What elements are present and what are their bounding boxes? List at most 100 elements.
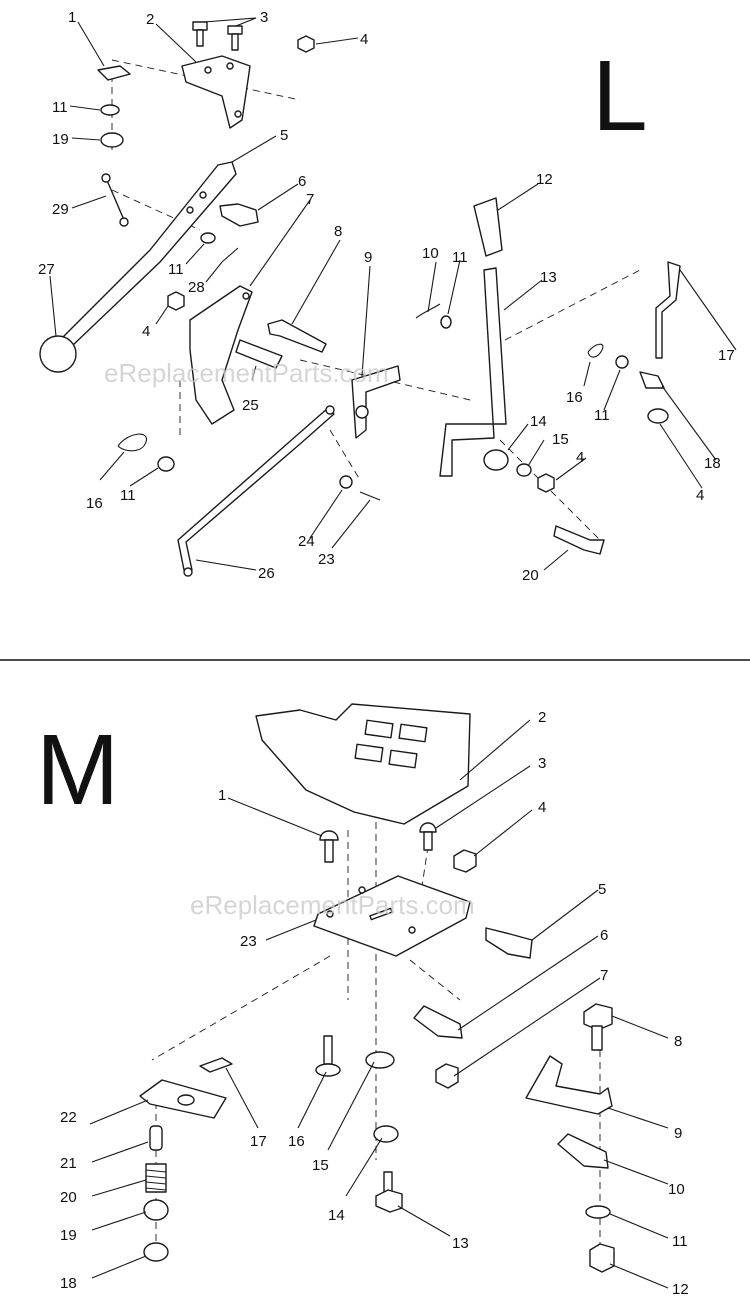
l-part-7-plate: [189, 285, 253, 425]
callout-m-4: 4: [538, 799, 546, 816]
callout-m-13: 13: [452, 1235, 469, 1252]
l-part-15-washer: [516, 463, 532, 477]
l-part-23-pin: [359, 491, 381, 501]
m-part-12-nut: [589, 1243, 615, 1273]
callout-l-11a: 11: [52, 99, 68, 116]
m-part-10-clip: [557, 1133, 609, 1169]
l-part-11-washer-d: [615, 355, 629, 369]
m-part-11-washer: [585, 1205, 611, 1219]
l-part-4-nut-c: [537, 473, 555, 493]
callout-m-10: 10: [668, 1181, 685, 1198]
l-part-8-bolt: [267, 319, 327, 353]
m-part-15-washer: [365, 1051, 395, 1069]
callout-m-21: 21: [60, 1155, 77, 1172]
callout-m-8: 8: [674, 1033, 682, 1050]
callout-l-8: 8: [334, 223, 342, 240]
l-part-16-clip-b: [117, 433, 147, 452]
m-part-6-clip: [413, 1005, 463, 1039]
callout-m-16: 16: [288, 1133, 305, 1150]
callout-m-2: 2: [538, 709, 546, 726]
callout-l-12: 12: [536, 171, 553, 188]
m-callouts: 2 3 1 4 5 23 6 7 8 9 22 17 16 15 21 20 1…: [60, 709, 689, 1298]
callout-l-5: 5: [280, 127, 288, 144]
l-part-4-nut-d: [647, 408, 669, 424]
m-part-4-nut: [453, 849, 477, 873]
callout-l-11e: 11: [120, 487, 136, 504]
section-l-letter: L: [592, 40, 648, 152]
callout-m-15: 15: [312, 1157, 329, 1174]
callout-l-27: 27: [38, 261, 55, 278]
callout-m-11: 11: [672, 1233, 688, 1250]
m-part-14-washer: [373, 1125, 399, 1143]
m-part-17-key: [199, 1057, 233, 1073]
l-part-11-washer: [100, 104, 120, 116]
m-part-18-nut: [143, 1242, 169, 1262]
l-part-28-pin: [221, 247, 239, 263]
l-part-29-link: [105, 177, 125, 221]
m-part-19-bushing: [143, 1199, 169, 1221]
callout-m-1: 1: [218, 787, 226, 804]
callout-l-15: 15: [552, 431, 569, 448]
l-part-20-bolt: [553, 525, 605, 555]
callout-m-23: 23: [240, 933, 257, 950]
section-m: M: [36, 703, 689, 1298]
callout-l-4c: 4: [576, 449, 584, 466]
callout-l-26: 26: [258, 565, 275, 582]
callout-m-6: 6: [600, 927, 608, 944]
section-m-letter: M: [36, 714, 119, 826]
callout-l-10: 10: [422, 245, 439, 262]
callout-l-14: 14: [530, 413, 547, 430]
callout-l-24: 24: [298, 533, 315, 550]
l-part-14-bushing: [483, 449, 509, 471]
callout-l-4b: 4: [142, 323, 150, 340]
watermark-l: eReplacementParts.com: [104, 358, 389, 388]
l-part-4-nut-b: [167, 291, 185, 311]
l-part-11-washer-b: [200, 232, 216, 244]
callout-m-12: 12: [672, 1281, 689, 1298]
callout-l-17: 17: [718, 347, 735, 364]
m-part-8-bolt: [583, 1003, 613, 1051]
l-part-9-bracket: [351, 365, 401, 439]
callout-l-1: 1: [68, 9, 76, 26]
section-l: L: [38, 9, 737, 584]
m-part-2-seat: [255, 703, 471, 825]
callout-l-18: 18: [704, 455, 721, 472]
l-assembly-lines: [111, 59, 641, 541]
callout-m-3: 3: [538, 755, 546, 772]
callout-m-7: 7: [600, 967, 608, 984]
l-part-17-rod: [655, 261, 681, 359]
watermark-m: eReplacementParts.com: [190, 890, 475, 920]
callout-l-2: 2: [146, 11, 154, 28]
callout-l-11c: 11: [452, 249, 468, 266]
callout-l-29: 29: [52, 201, 69, 218]
l-part-19-spacer: [100, 132, 124, 148]
l-part-27-knob: [39, 335, 77, 373]
callout-m-14: 14: [328, 1207, 345, 1224]
callout-l-25: 25: [242, 397, 259, 414]
l-part-4-nut: [297, 35, 315, 53]
callout-m-9: 9: [674, 1125, 682, 1142]
callout-m-20: 20: [60, 1189, 77, 1206]
m-part-21-pin: [149, 1125, 163, 1151]
l-part-25-tube: [235, 339, 283, 369]
l-part-13-lever: [439, 267, 507, 477]
l-part-11-washer-e: [157, 456, 175, 472]
callout-l-4a: 4: [360, 31, 368, 48]
m-leaders: [89, 719, 669, 1289]
m-part-9-bracket: [525, 1055, 613, 1115]
m-part-5-bolt: [485, 927, 533, 959]
l-callouts: 1 2 3 4 11 19 5 6 7 29 27 11 28 4 8 9 10…: [38, 9, 735, 584]
callout-l-13: 13: [540, 269, 557, 286]
callout-l-3: 3: [260, 9, 268, 26]
m-seat-pads: [354, 719, 428, 769]
callout-l-16a: 16: [566, 389, 583, 406]
callout-l-11b: 11: [168, 261, 184, 278]
callout-l-11d: 11: [594, 407, 610, 424]
m-part-1-bolt: [319, 830, 339, 863]
callout-l-20: 20: [522, 567, 539, 584]
callout-l-4d: 4: [696, 487, 704, 504]
callout-m-5: 5: [598, 881, 606, 898]
l-leaders: [49, 17, 737, 571]
l-part-2-bracket: [181, 55, 251, 129]
